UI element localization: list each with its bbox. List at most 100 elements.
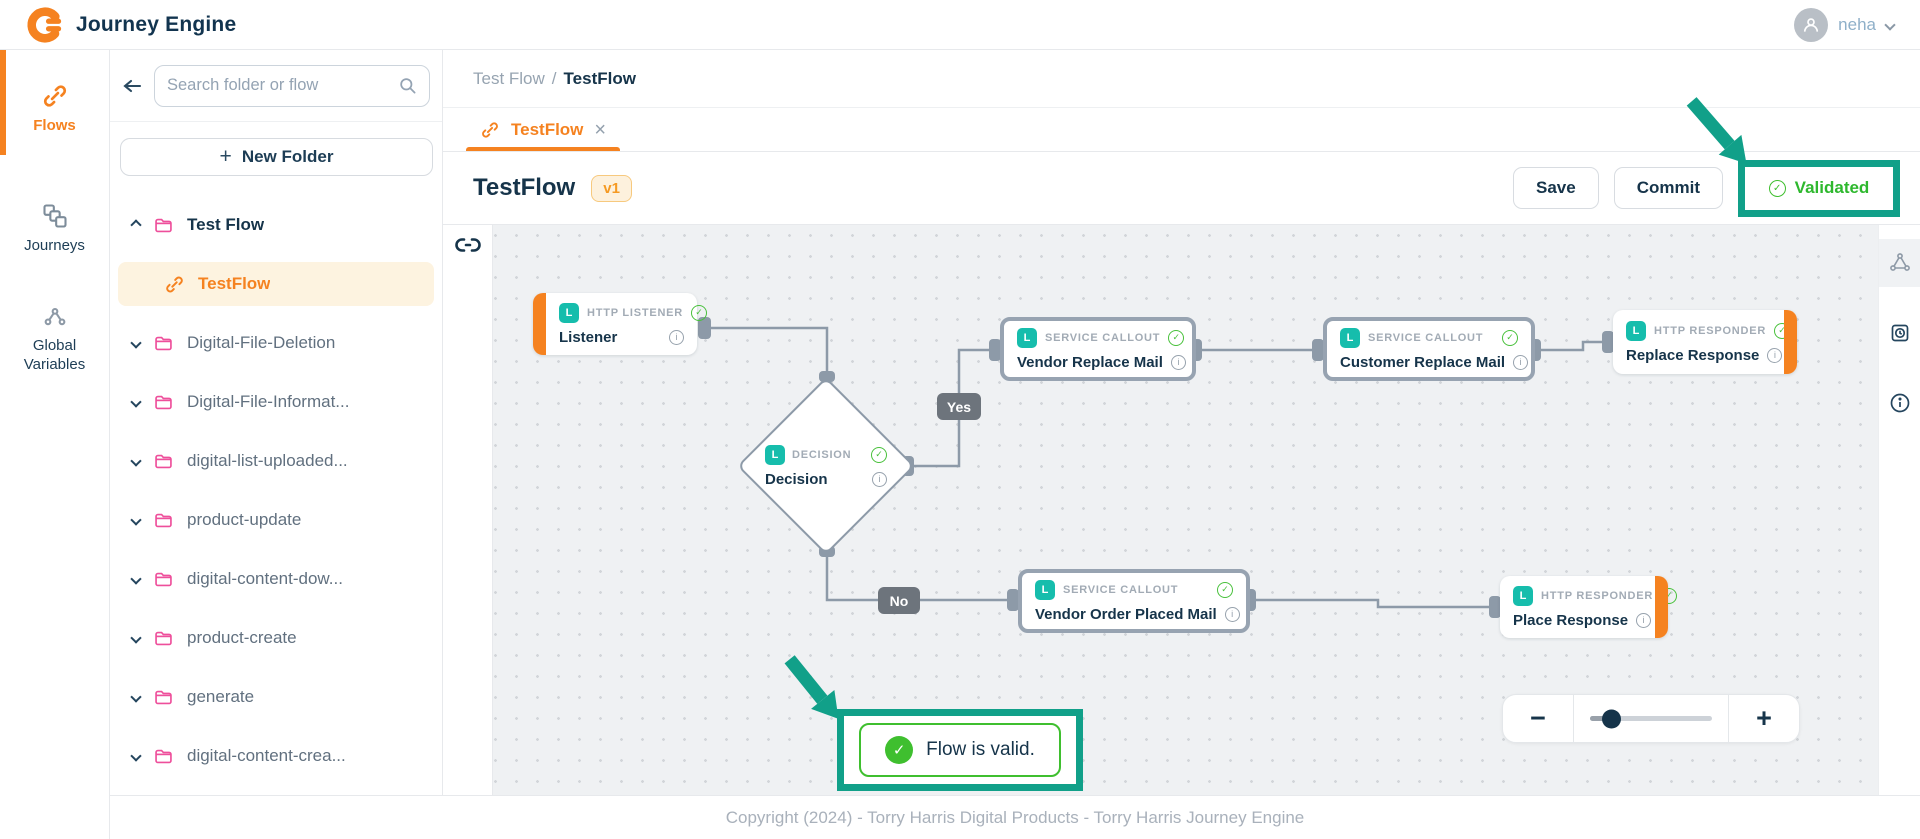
valid-check-icon: ✓ [1502, 329, 1518, 346]
tree-folder[interactable]: digital-list-uploaded... [118, 439, 434, 483]
node-type-label: SERVICE CALLOUT [1045, 331, 1161, 344]
valid-check-icon: ✓ [690, 304, 707, 321]
tree-folder[interactable]: Digital-File-Informat... [118, 380, 434, 424]
tree-folder[interactable]: Digital-File-Deletion [118, 321, 434, 365]
info-icon[interactable]: i [1513, 354, 1529, 370]
chevron-down-icon[interactable] [130, 632, 142, 644]
output-handle[interactable] [698, 317, 711, 339]
search-icon[interactable] [398, 76, 417, 95]
tab-label: TestFlow [511, 119, 584, 139]
node-type-label: HTTP LISTENER [587, 306, 683, 319]
node-replace-response[interactable]: L HTTP RESPONDER ✓ Replace Response i [1613, 310, 1797, 374]
info-button[interactable] [1879, 379, 1920, 427]
sidebar-item-flows[interactable]: Flows [0, 72, 109, 146]
sidebar-item-label: Flows [33, 117, 76, 134]
zoom-slider-thumb[interactable] [1602, 709, 1621, 728]
info-icon[interactable]: i [1767, 347, 1783, 363]
chevron-down-icon[interactable] [130, 514, 142, 526]
node-vendor-order-placed-mail[interactable]: L SERVICE CALLOUT ✓ Vendor Order Placed … [1018, 569, 1250, 633]
validated-button[interactable]: Validated [1794, 178, 1870, 197]
input-handle[interactable] [1312, 339, 1324, 361]
flow-canvas[interactable]: L HTTP LISTENER ✓ Listener i L DECISION … [443, 225, 1920, 795]
tree-folder[interactable]: digital-content-crea... [118, 734, 434, 778]
input-handle[interactable] [819, 371, 835, 382]
success-check-icon: ✓ [885, 736, 914, 764]
tab-close-icon[interactable]: × [594, 118, 607, 141]
node-vendor-replace-mail[interactable]: L SERVICE CALLOUT ✓ Vendor Replace Mail … [1000, 317, 1196, 381]
folder-tree: Test Flow TestFlow Digital-File-Deletion [118, 203, 434, 793]
validation-toast: ✓ Flow is valid. [859, 723, 1061, 777]
info-icon[interactable]: i [1170, 354, 1186, 370]
valid-check-icon: ✓ [871, 446, 887, 463]
canvas-tool-rail [1878, 225, 1920, 795]
node-name: Customer Replace Mail [1340, 353, 1506, 371]
node-accent-bar [1784, 310, 1797, 374]
tab-testflow[interactable]: TestFlow × [466, 108, 621, 151]
breadcrumb-separator: / [551, 68, 557, 88]
search-input[interactable] [167, 76, 390, 95]
node-badge: L [765, 444, 785, 465]
collapse-panel-icon[interactable] [120, 74, 144, 98]
zoom-slider[interactable] [1573, 695, 1729, 742]
sidebar-item-journeys[interactable]: Journeys [0, 192, 109, 266]
info-icon[interactable]: i [872, 471, 887, 487]
input-handle[interactable] [1007, 589, 1019, 611]
tree-folder[interactable]: product-create [118, 616, 434, 660]
folder-icon [155, 572, 172, 586]
node-name: Decision [765, 470, 828, 488]
app-title: Journey Engine [76, 12, 237, 36]
folder-label: digital-content-dow... [187, 569, 343, 588]
tab-active-indicator [466, 147, 621, 151]
flow-label: TestFlow [198, 274, 271, 293]
node-name: Vendor Order Placed Mail [1035, 605, 1217, 623]
tree-folder[interactable]: generate [118, 675, 434, 719]
info-icon[interactable]: i [1636, 612, 1652, 628]
canvas-left-strip [443, 225, 493, 795]
tree-flow-testflow[interactable]: TestFlow [118, 262, 434, 306]
version-history-button[interactable] [1879, 309, 1920, 357]
node-place-response[interactable]: L HTTP RESPONDER ✓ Place Response i [1500, 576, 1678, 638]
node-decision[interactable]: L DECISION ✓ Decision i [736, 376, 916, 556]
folder-label: Test Flow [187, 215, 265, 234]
folder-icon [155, 454, 172, 468]
chevron-down-icon[interactable] [130, 691, 142, 703]
node-http-listener[interactable]: L HTTP LISTENER ✓ Listener i [533, 293, 707, 355]
user-avatar[interactable] [1794, 7, 1829, 42]
sidebar-item-global-variables[interactable]: Global Variables [0, 292, 109, 385]
tree-folder[interactable]: digital-content-dow... [118, 557, 434, 601]
flow-header: TestFlow v1 Save Commit ✓ Validated [443, 152, 1920, 225]
commit-button[interactable]: Commit [1613, 167, 1723, 209]
topology-tool-button[interactable] [1878, 239, 1920, 287]
chevron-up-icon[interactable] [130, 219, 142, 231]
version-history-icon [1891, 324, 1908, 342]
node-badge: L [1340, 327, 1360, 348]
save-button[interactable]: Save [1513, 167, 1599, 209]
node-customer-replace-mail[interactable]: L SERVICE CALLOUT ✓ Customer Replace Mai… [1323, 317, 1535, 381]
chevron-down-icon[interactable] [130, 455, 142, 467]
input-handle[interactable] [989, 339, 1001, 361]
chevron-down-icon[interactable] [130, 573, 142, 585]
info-icon[interactable]: i [669, 329, 684, 345]
zoom-out-button[interactable]: − [1530, 703, 1546, 733]
folder-label: Digital-File-Informat... [187, 392, 350, 411]
branch-label-yes: Yes [937, 393, 981, 420]
user-menu[interactable]: neha [1794, 7, 1896, 42]
toast-message: Flow is valid. [926, 739, 1035, 760]
info-icon[interactable]: i [1224, 606, 1240, 622]
chevron-down-icon[interactable] [130, 750, 142, 762]
unlink-connector-icon[interactable] [454, 237, 481, 253]
tree-folder-test-flow[interactable]: Test Flow [118, 203, 434, 247]
chevron-down-icon[interactable] [130, 396, 142, 408]
folder-icon [155, 513, 172, 527]
breadcrumb-parent[interactable]: Test Flow [473, 68, 545, 88]
chevron-down-icon[interactable] [130, 337, 142, 349]
folder-label: digital-list-uploaded... [187, 451, 348, 470]
new-folder-button[interactable]: + New Folder [120, 138, 433, 176]
tree-folder[interactable]: product-update [118, 498, 434, 542]
input-handle[interactable] [1489, 596, 1501, 618]
zoom-in-button[interactable]: + [1756, 703, 1772, 733]
input-handle[interactable] [1602, 331, 1614, 353]
zoom-slider-track[interactable] [1590, 709, 1712, 728]
chevron-down-icon[interactable] [1884, 18, 1896, 31]
